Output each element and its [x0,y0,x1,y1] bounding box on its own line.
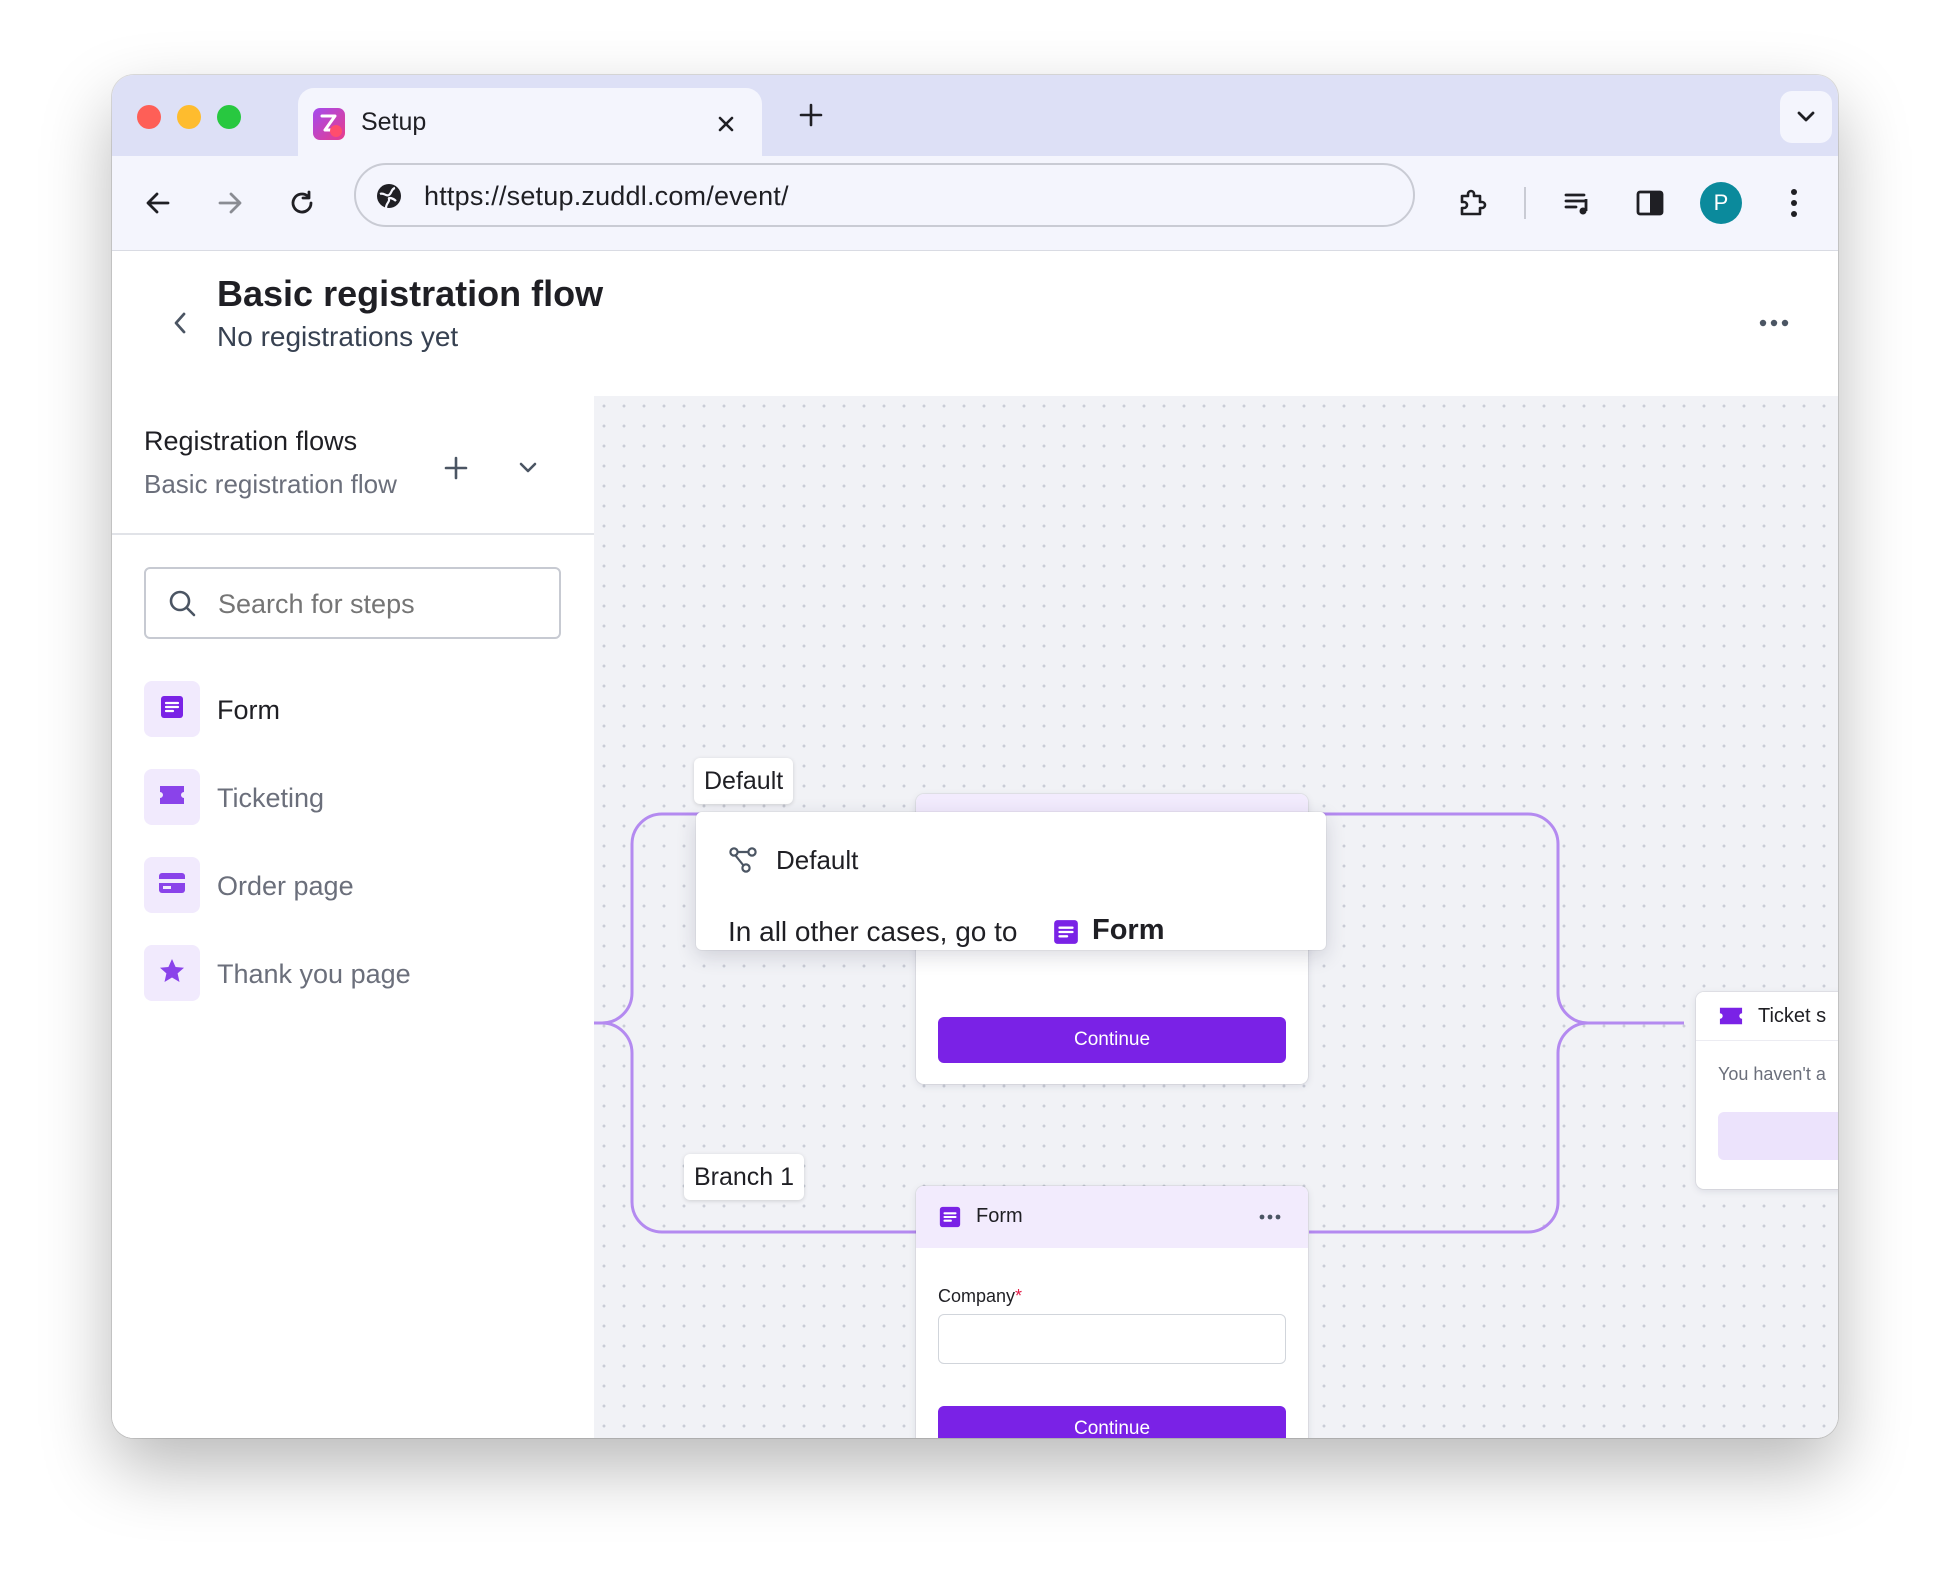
steps-sidebar: Registration flows Basic registration fl… [112,396,595,1438]
flows-title: Registration flows [144,426,358,456]
toolbar-divider [1524,187,1526,219]
flow-canvas[interactable]: Continue Form Company* Continue Ticket s [594,396,1838,1438]
card-header: Form [916,1186,1308,1248]
search-icon [168,589,198,619]
page-header: Basic registration flow No registrations… [112,251,1838,397]
step-item-order-page[interactable]: Order page [112,855,594,915]
url-text: https://setup.zuddl.com/event/ [424,181,789,211]
step-label: Ticketing [217,783,325,813]
page-subtitle: No registrations yet [217,321,459,352]
ticket-icon [1718,1004,1744,1033]
page-title: Basic registration flow [217,273,604,314]
back-arrow-icon[interactable] [134,179,182,227]
popover-target: Form [1092,914,1165,946]
form-step-tile [144,681,200,737]
star-icon [158,957,186,990]
popover-text: In all other cases, go to [728,916,1018,948]
tab-title: Setup [361,108,427,136]
media-control-icon[interactable] [1554,179,1602,227]
ticket-selection-card[interactable]: Ticket s You haven't a [1696,992,1838,1189]
card-title: Form [976,1205,1023,1227]
zuddl-logo-icon [313,108,345,140]
step-label: Order page [217,871,354,901]
popover-title: Default [776,845,859,875]
ticket-button-placeholder[interactable] [1718,1112,1838,1160]
branch-form-card[interactable]: Form Company* Continue [916,1186,1308,1438]
branch-connectors [594,812,1684,1234]
step-item-ticketing[interactable]: Ticketing [112,767,594,827]
company-input[interactable] [938,1314,1286,1364]
continue-button[interactable]: Continue [938,1406,1286,1438]
close-tab-icon[interactable] [710,108,742,140]
ticket-icon [158,782,186,813]
form-icon [159,694,185,725]
new-tab-icon[interactable] [789,93,833,137]
card-text: You haven't a [1718,1064,1826,1084]
chevron-down-icon[interactable] [506,446,550,490]
minimize-window-button[interactable] [177,105,201,129]
search-input[interactable] [216,583,540,625]
order-step-tile [144,857,200,913]
thank-you-step-tile [144,945,200,1001]
step-item-form[interactable]: Form [112,679,594,739]
form-icon [938,1205,962,1234]
card-header: Ticket s [1696,992,1838,1041]
maximize-window-button[interactable] [217,105,241,129]
close-window-button[interactable] [137,105,161,129]
required-mark: * [1015,1286,1023,1306]
step-label: Thank you page [217,959,411,989]
add-flow-icon[interactable] [434,446,478,490]
branch-1-tag[interactable]: Branch 1 [684,1154,805,1200]
card-icon [158,871,186,900]
step-label: Form [217,695,280,725]
card-more-icon[interactable] [1254,1204,1286,1230]
tab-search-dropdown-icon[interactable] [1780,91,1832,143]
browser-window: Setup https://setup.zuddl.com/event/ [112,75,1838,1438]
extensions-icon[interactable] [1448,179,1496,227]
sidebar-divider [112,533,594,535]
continue-button[interactable]: Continue [938,1017,1286,1063]
app-page: Basic registration flow No registrations… [112,251,1838,1438]
branch-default-tag[interactable]: Default [694,758,794,804]
more-options-icon[interactable] [1752,303,1796,343]
browser-menu-icon[interactable] [1770,179,1818,227]
step-item-thank-you[interactable]: Thank you page [112,943,594,1003]
address-bar[interactable]: https://setup.zuddl.com/event/ [354,163,1415,227]
field-label-text: Company [938,1286,1016,1306]
back-chevron-icon[interactable] [162,305,198,341]
profile-avatar[interactable]: P [1700,182,1742,224]
form-icon [1052,918,1080,951]
reload-icon[interactable] [278,179,326,227]
forward-arrow-icon[interactable] [206,179,254,227]
browser-tab[interactable]: Setup [298,88,762,156]
popover-rule-text: In all other cases, go to [728,916,1018,947]
tab-strip: Setup [112,75,1838,156]
ticketing-step-tile [144,769,200,825]
flows-subtitle: Basic registration flow [144,469,397,499]
site-info-icon[interactable] [374,181,404,211]
branch-popover: Default In all other cases, go to Form [696,812,1326,950]
field-label: Company* [938,1286,1022,1307]
step-search-box[interactable] [144,567,561,639]
card-title: Ticket s [1758,1005,1827,1027]
side-panel-icon[interactable] [1626,179,1674,227]
branch-icon [728,846,758,879]
